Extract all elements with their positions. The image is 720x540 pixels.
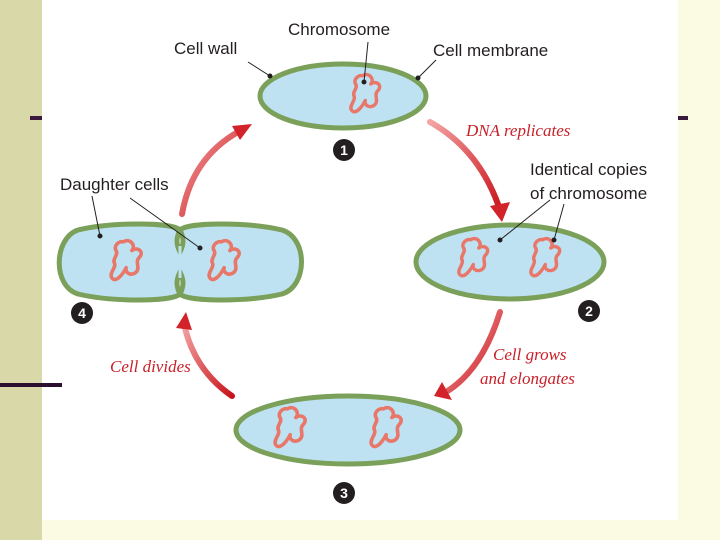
chromosome-label: Chromosome (288, 20, 390, 39)
svg-text:1: 1 (340, 142, 348, 158)
identical-copies-label-line2: of chromosome (530, 184, 647, 203)
binary-fission-figure: 1 2 3 4 Chromosome Cell wall Cell membra… (42, 0, 678, 520)
cell-stage-2 (413, 222, 607, 302)
slide-rule-right (678, 116, 688, 120)
cell-1-body (257, 61, 429, 131)
svg-text:4: 4 (78, 305, 86, 321)
dna-replicates-label: DNA replicates (465, 121, 571, 140)
cycle-arrows (176, 119, 510, 400)
stage-number-4: 4 (71, 302, 93, 324)
cell-stage-1 (257, 61, 429, 131)
cell-membrane-label: Cell membrane (433, 41, 548, 60)
svg-text:3: 3 (340, 485, 348, 501)
identical-copies-label-line1: Identical copies (530, 160, 647, 179)
daughter-cells-label: Daughter cells (60, 175, 169, 194)
arrow-3-to-4 (181, 321, 235, 399)
slide-left-band (0, 0, 42, 540)
cell-grows-label-line2: and elongates (480, 369, 575, 388)
cell-stage-4 (56, 221, 304, 303)
binary-fission-diagram: 1 2 3 4 Chromosome Cell wall Cell membra… (56, 20, 647, 504)
cell-stage-3 (233, 393, 463, 467)
arrow-4-to-1 (179, 129, 241, 217)
leader-lines (91, 41, 565, 251)
cell-3-body (233, 393, 463, 467)
stage-number-1: 1 (333, 139, 355, 161)
stage-number-2: 2 (578, 300, 600, 322)
cell-divides-label: Cell divides (110, 357, 191, 376)
cell-wall-label: Cell wall (174, 39, 237, 58)
stage-number-3: 3 (333, 482, 355, 504)
slide-rule-bottom-left (0, 383, 62, 387)
arrow-2-to-3 (443, 309, 503, 395)
arrow-1-to-2 (427, 119, 503, 213)
cell-grows-label-line1: Cell grows (493, 345, 567, 364)
cell-2-body (413, 222, 607, 302)
svg-text:2: 2 (585, 303, 593, 319)
